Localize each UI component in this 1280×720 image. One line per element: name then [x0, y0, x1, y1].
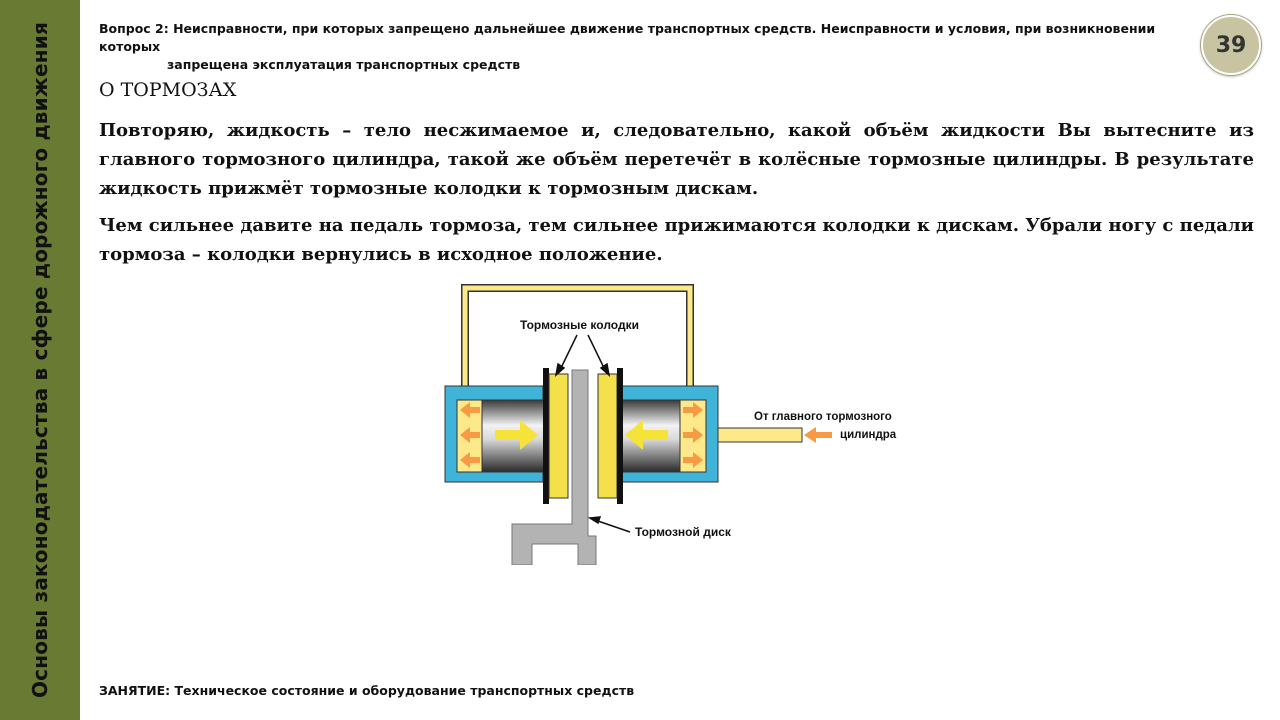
slide-number-badge: 39	[1201, 15, 1261, 75]
question-title: Вопрос 2: Неисправности, при которых зап…	[99, 20, 1189, 74]
paragraph-2: Чем сильнее давите на педаль тормоза, те…	[99, 215, 1254, 265]
brake-diagram: Тормозные колодки От главного тормозного…	[444, 284, 897, 565]
brake-disc	[511, 369, 597, 565]
question-line-1: Вопрос 2: Неисправности, при которых зап…	[99, 21, 1156, 54]
sidebar-title: Основы законодательства в сфере дорожног…	[28, 21, 52, 699]
leader-lines	[554, 334, 631, 533]
label-brake-pads: Тормозные колодки	[520, 318, 639, 332]
sidebar: Основы законодательства в сфере дорожног…	[0, 0, 80, 720]
section-heading: О ТОРМОЗАХ	[99, 79, 237, 101]
footer-lesson: ЗАНЯТИЕ: Техническое состояние и оборудо…	[99, 683, 635, 698]
brake-pads	[543, 368, 623, 504]
paragraph-1: Повторяю, жидкость – тело несжимаемое и,…	[99, 120, 1254, 199]
pressure-arrows-orange	[460, 402, 832, 468]
label-from-master-line2: цилиндра	[840, 429, 897, 441]
piston-arrows-yellow	[495, 420, 668, 450]
label-from-master-line1: От главного тормозного	[754, 411, 892, 423]
label-brake-disc: Тормозной диск	[635, 525, 732, 539]
question-line-2: запрещена эксплуатация транспортных сред…	[167, 57, 521, 72]
hydraulic-line	[461, 284, 803, 443]
